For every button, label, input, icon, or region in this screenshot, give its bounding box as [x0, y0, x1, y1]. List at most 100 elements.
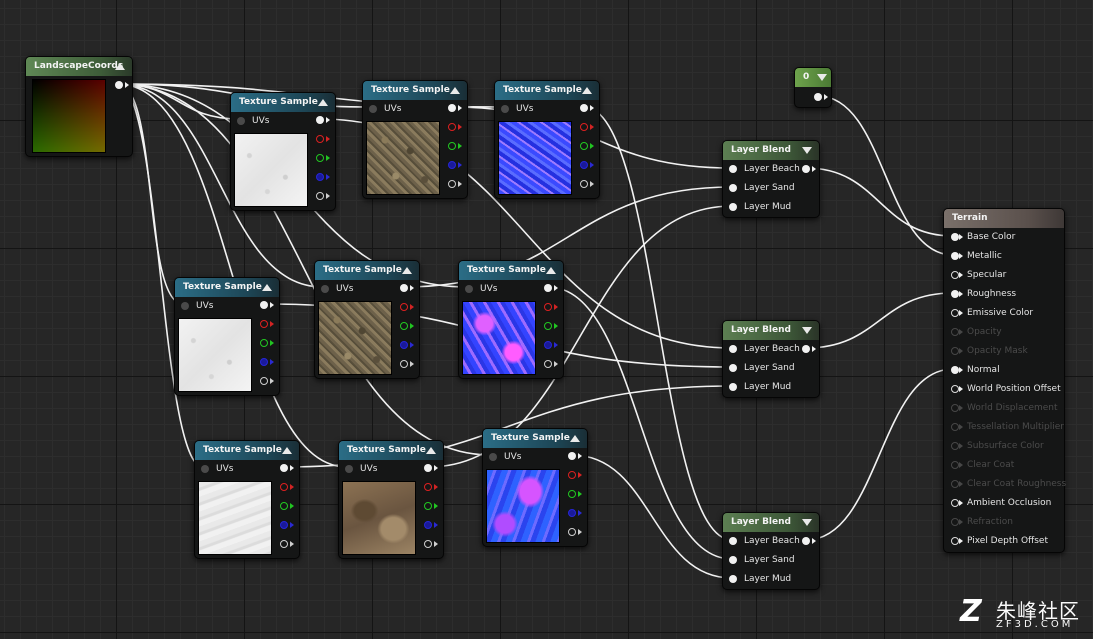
collapse-arrow-icon[interactable]: [318, 99, 328, 106]
texture-sample-node[interactable]: Texture Sample UVs: [230, 92, 336, 211]
node-header[interactable]: Terrain: [944, 209, 1064, 228]
output-pin[interactable]: [802, 165, 810, 173]
rgb-output-pin[interactable]: [580, 104, 588, 112]
a-output-pin[interactable]: [568, 528, 576, 536]
texture-sample-node[interactable]: Texture Sample UVs: [338, 440, 444, 559]
input-pin[interactable]: [729, 364, 737, 372]
input-pin[interactable]: [729, 556, 737, 564]
expand-arrow-icon[interactable]: [802, 519, 812, 526]
a-output-pin[interactable]: [544, 360, 552, 368]
layer-input[interactable]: Layer Beach: [729, 533, 800, 549]
layer-blend-node[interactable]: Layer Blend Layer Beach Layer Sand Layer…: [722, 512, 820, 590]
expand-arrow-icon[interactable]: [817, 74, 827, 81]
terrain-input-specular[interactable]: Specular: [951, 267, 1006, 283]
terrain-input-metallic[interactable]: Metallic: [951, 248, 1002, 264]
node-header[interactable]: Texture Sample: [483, 429, 587, 448]
layer-input[interactable]: Layer Mud: [729, 379, 791, 395]
output-pin[interactable]: [115, 81, 123, 89]
collapse-arrow-icon[interactable]: [582, 87, 592, 94]
r-output-pin[interactable]: [448, 123, 456, 131]
layer-input[interactable]: Layer Sand: [729, 360, 795, 376]
g-output-pin[interactable]: [260, 339, 268, 347]
rgb-output-pin[interactable]: [448, 104, 456, 112]
b-output-pin[interactable]: [544, 341, 552, 349]
collapse-arrow-icon[interactable]: [450, 87, 460, 94]
rgb-output-pin[interactable]: [400, 284, 408, 292]
g-output-pin[interactable]: [316, 154, 324, 162]
b-output-pin[interactable]: [400, 341, 408, 349]
a-output-pin[interactable]: [280, 540, 288, 548]
rgb-output-pin[interactable]: [316, 116, 324, 124]
a-output-pin[interactable]: [580, 180, 588, 188]
terrain-input-ambient-occlusion[interactable]: Ambient Occlusion: [951, 495, 1051, 511]
node-header[interactable]: Texture Sample: [315, 261, 419, 280]
uvs-pin[interactable]: [489, 453, 497, 461]
input-pin[interactable]: [729, 165, 737, 173]
collapse-arrow-icon[interactable]: [262, 284, 272, 291]
rgb-output-pin[interactable]: [424, 464, 432, 472]
expand-arrow-icon[interactable]: [802, 147, 812, 154]
uvs-pin[interactable]: [345, 465, 353, 473]
input-pin[interactable]: [729, 345, 737, 353]
texture-sample-node[interactable]: Texture Sample UVs: [174, 277, 280, 396]
node-header[interactable]: Layer Blend: [723, 321, 819, 340]
input-pin[interactable]: [729, 575, 737, 583]
landscape-coords-node[interactable]: LandscapeCoords: [25, 56, 133, 157]
input-pin[interactable]: [951, 366, 959, 374]
texture-sample-node[interactable]: Texture Sample UVs: [458, 260, 564, 379]
constant-node[interactable]: 0: [794, 67, 832, 108]
node-header[interactable]: Texture Sample: [195, 441, 299, 460]
node-header[interactable]: Texture Sample: [231, 93, 335, 112]
output-pin[interactable]: [802, 537, 810, 545]
uvs-input[interactable]: UVs: [465, 281, 497, 297]
uvs-input[interactable]: UVs: [489, 449, 521, 465]
input-pin[interactable]: [951, 385, 959, 393]
terrain-input-emissive-color[interactable]: Emissive Color: [951, 305, 1033, 321]
rgb-output-pin[interactable]: [544, 284, 552, 292]
node-header[interactable]: LandscapeCoords: [26, 57, 132, 76]
uvs-input[interactable]: UVs: [345, 461, 377, 477]
uvs-pin[interactable]: [181, 302, 189, 310]
g-output-pin[interactable]: [580, 142, 588, 150]
g-output-pin[interactable]: [280, 502, 288, 510]
collapse-arrow-icon[interactable]: [282, 447, 292, 454]
uvs-pin[interactable]: [501, 105, 509, 113]
node-header[interactable]: Texture Sample: [459, 261, 563, 280]
expand-arrow-icon[interactable]: [802, 327, 812, 334]
g-output-pin[interactable]: [400, 322, 408, 330]
input-pin[interactable]: [729, 184, 737, 192]
input-pin[interactable]: [951, 290, 959, 298]
g-output-pin[interactable]: [424, 502, 432, 510]
texture-sample-node[interactable]: Texture Sample UVs: [482, 428, 588, 547]
input-pin[interactable]: [951, 252, 959, 260]
output-pin[interactable]: [814, 93, 822, 101]
terrain-input-world-position-offset[interactable]: World Position Offset: [951, 381, 1061, 397]
b-output-pin[interactable]: [280, 521, 288, 529]
input-pin[interactable]: [951, 499, 959, 507]
a-output-pin[interactable]: [316, 192, 324, 200]
g-output-pin[interactable]: [544, 322, 552, 330]
node-header[interactable]: Texture Sample: [175, 278, 279, 297]
output-pin[interactable]: [802, 345, 810, 353]
texture-sample-node[interactable]: Texture Sample UVs: [314, 260, 420, 379]
r-output-pin[interactable]: [544, 303, 552, 311]
layer-input[interactable]: Layer Mud: [729, 571, 791, 587]
layer-input[interactable]: Layer Sand: [729, 552, 795, 568]
input-pin[interactable]: [951, 233, 959, 241]
layer-input[interactable]: Layer Beach: [729, 161, 800, 177]
uvs-input[interactable]: UVs: [369, 101, 401, 117]
a-output-pin[interactable]: [448, 180, 456, 188]
r-output-pin[interactable]: [260, 320, 268, 328]
uvs-input[interactable]: UVs: [501, 101, 533, 117]
collapse-arrow-icon[interactable]: [115, 63, 125, 70]
r-output-pin[interactable]: [280, 483, 288, 491]
uvs-pin[interactable]: [465, 285, 473, 293]
uvs-input[interactable]: UVs: [181, 298, 213, 314]
b-output-pin[interactable]: [448, 161, 456, 169]
collapse-arrow-icon[interactable]: [426, 447, 436, 454]
layer-input[interactable]: Layer Sand: [729, 180, 795, 196]
b-output-pin[interactable]: [260, 358, 268, 366]
node-header[interactable]: Layer Blend: [723, 141, 819, 160]
r-output-pin[interactable]: [580, 123, 588, 131]
